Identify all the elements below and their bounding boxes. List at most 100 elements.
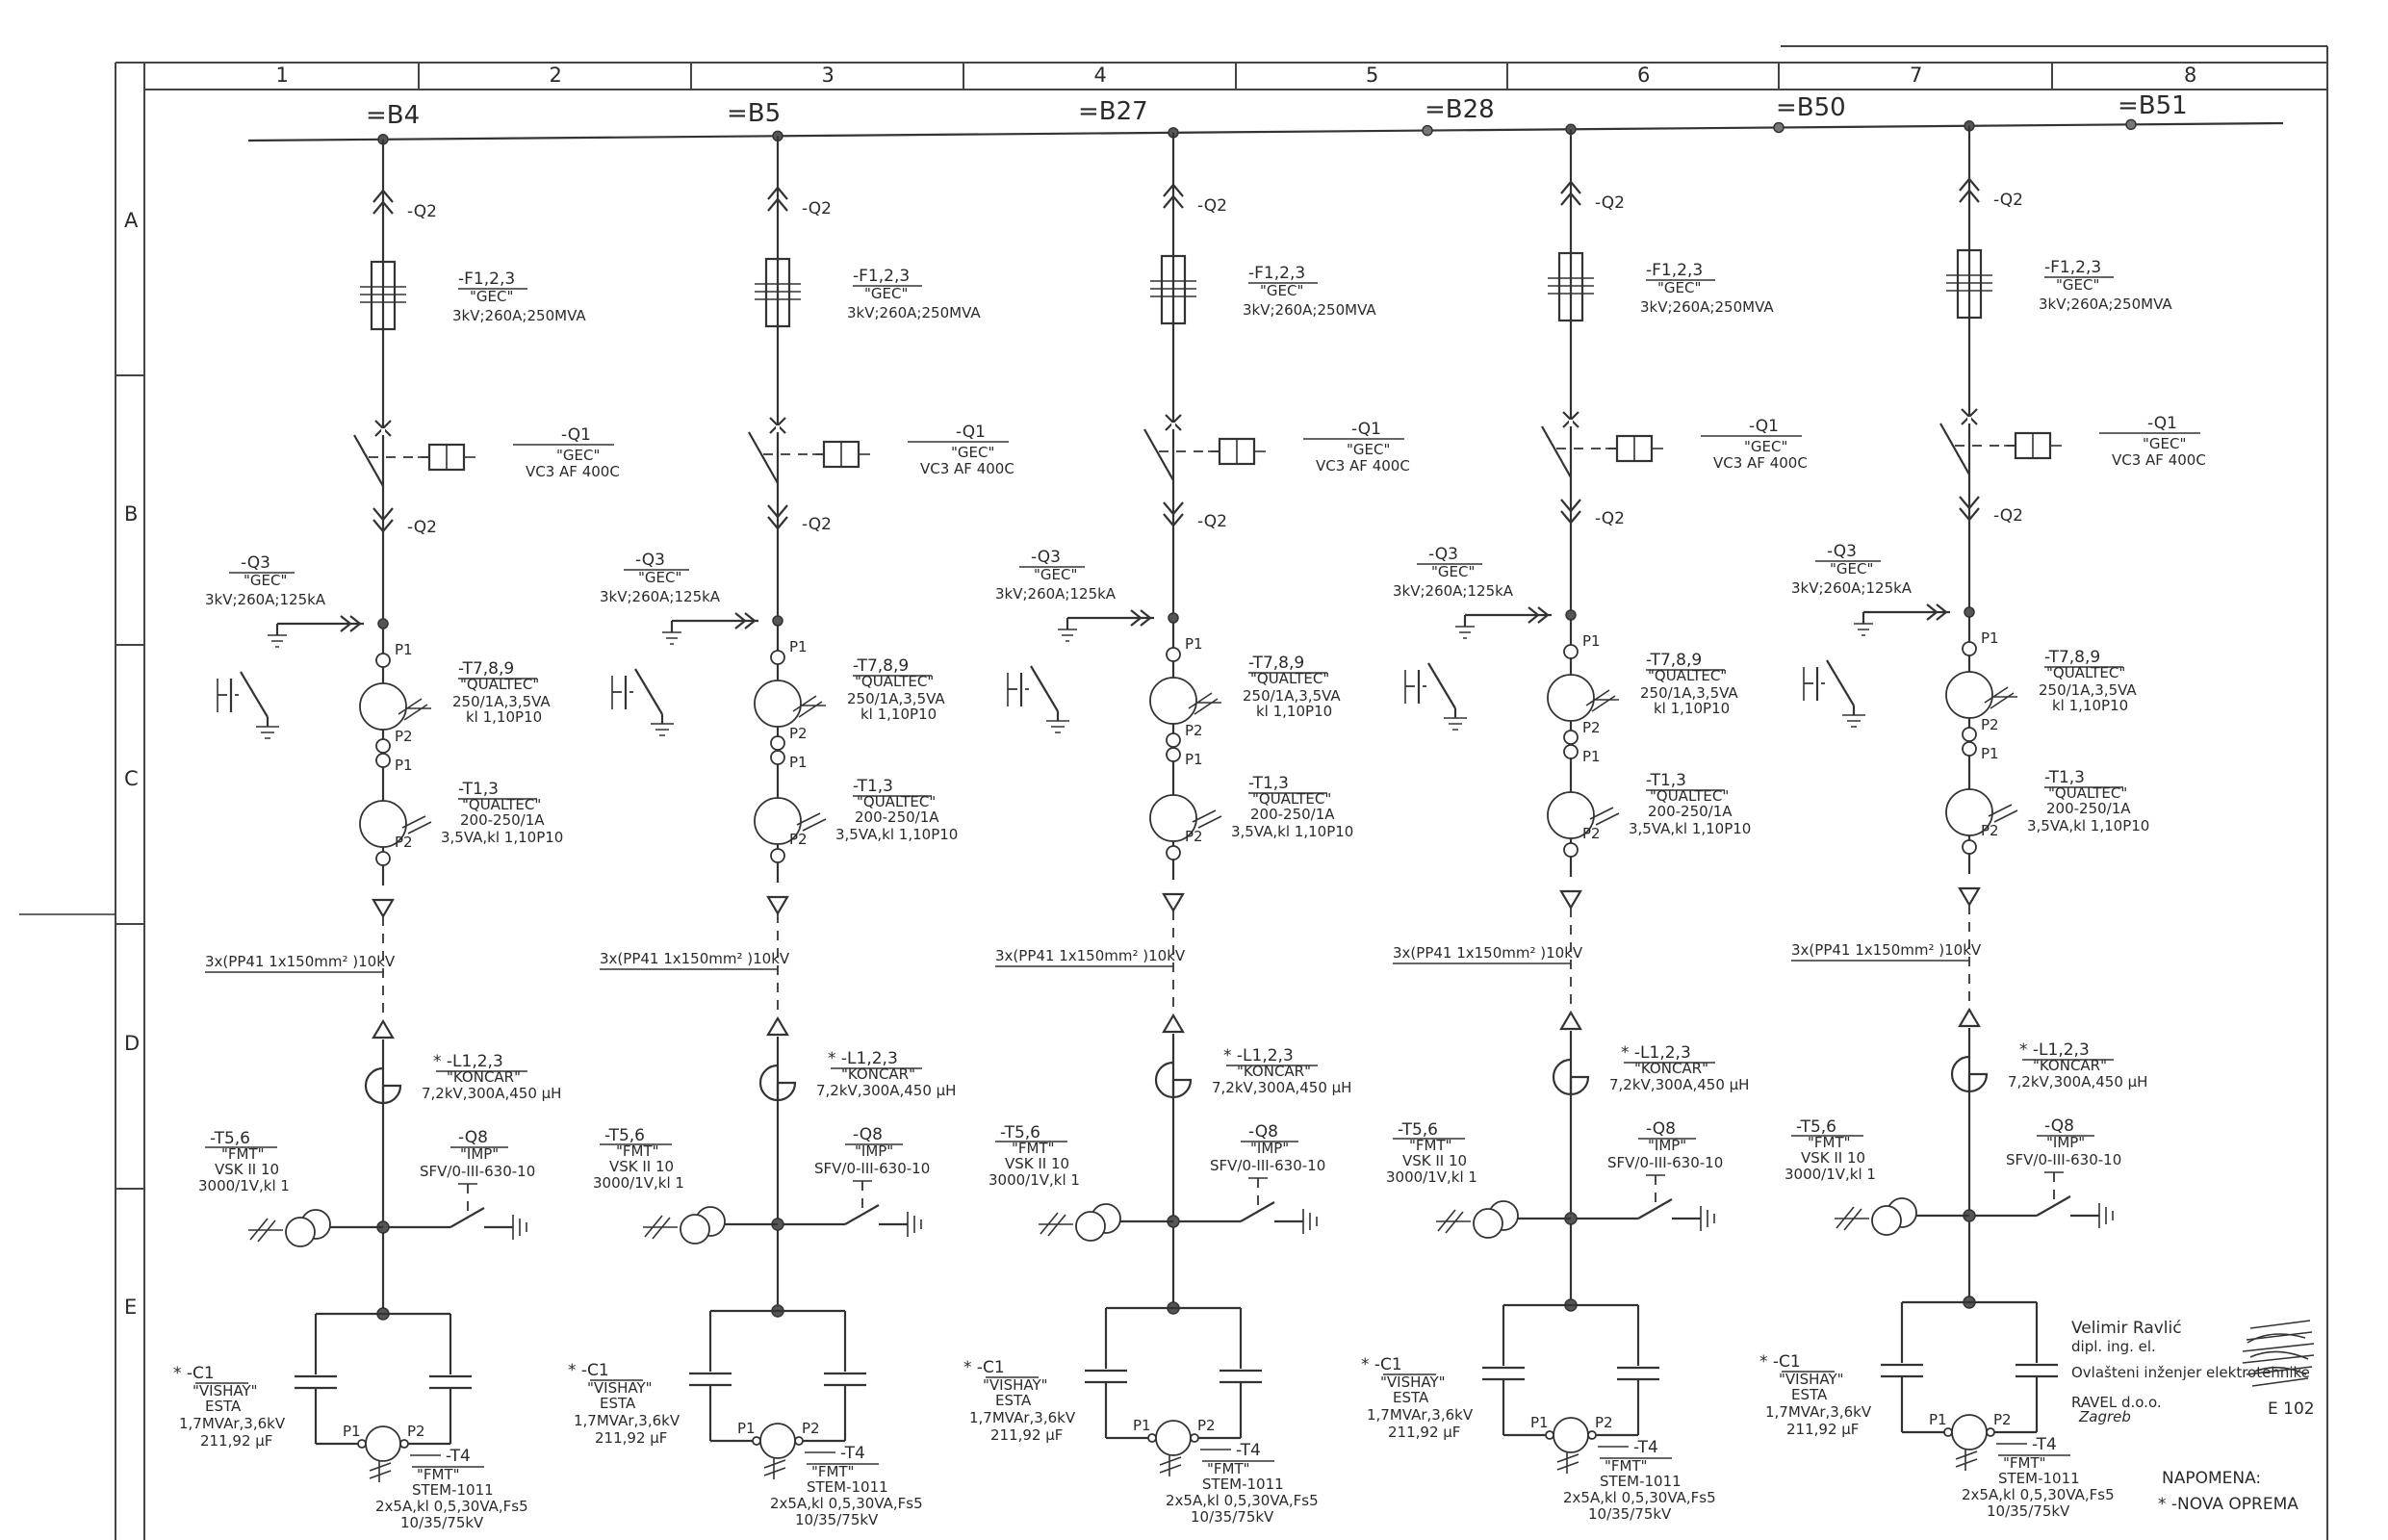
earth-switch-maker: "GEC"	[1034, 566, 1077, 583]
unbalance-ct-type: STEM-1011	[1998, 1470, 2080, 1487]
earth-switch-name: -Q3	[1827, 542, 1857, 561]
feeder-2: -Q2-F1,2,3"GEC"3kV;260A;250MVA-Q1"GEC"VC…	[568, 130, 1014, 1528]
earthing-switch: -Q3"GEC"3kV;260A;125kA	[1393, 545, 1577, 639]
vt-name: -T5,6	[1398, 1120, 1438, 1140]
unbalance-ct-type: STEM-1011	[807, 1478, 888, 1496]
ct2-ratio: 200-250/1A	[460, 811, 545, 829]
q2-top-label: -Q2	[407, 202, 437, 221]
company-name: RAVEL d.o.o.	[2071, 1394, 2162, 1411]
unbalance-ct-name: -T4	[840, 1444, 865, 1463]
series-reactor: * -L1,2,3"KONCAR"7,2kV,300A,450 μH	[1154, 1046, 1351, 1099]
ct1-p2: P2	[1185, 722, 1203, 739]
capacitor-rating: 1,7MVAr,3,6kV	[574, 1412, 680, 1429]
note-line: * -NOVA OPREMA	[2158, 1495, 2298, 1514]
ct1-class: kl 1,10P10	[466, 708, 542, 726]
withdrawable-contact-bottom: -Q2	[1959, 496, 2023, 526]
cable-section: 3x(PP41 1x150mm² )10kV	[205, 898, 396, 1040]
unbalance-ct-ratio: 2x5A,kl 0,5,30VA,Fs5	[770, 1495, 923, 1512]
fuse-symbol: -F1,2,3"GEC"3kV;260A;250MVA	[1548, 251, 1774, 322]
vt-type: VSK II 10	[1801, 1149, 1865, 1167]
breaker-maker: "GEC"	[1744, 438, 1787, 455]
busbar-label: =B4	[366, 101, 420, 130]
ct1-name: -T7,8,9	[853, 656, 909, 676]
ct2-ratio: 200-250/1A	[2046, 800, 2131, 817]
series-reactor: * -L1,2,3"KONCAR"7,2kV,300A,450 μH	[758, 1049, 956, 1102]
cable-section: 3x(PP41 1x150mm² )10kV	[1393, 889, 1583, 1031]
capacitor-name: * -C1	[173, 1364, 215, 1383]
reactor-rating: 7,2kV,300A,450 μH	[816, 1082, 956, 1099]
breaker-maker: "GEC"	[1347, 441, 1390, 458]
unbalance-ct-bil: 10/35/75kV	[1191, 1508, 1274, 1526]
arrester-name: -Q8	[1248, 1122, 1278, 1142]
unbalance-ct-maker: "FMT"	[811, 1463, 855, 1480]
capacitor-capacitance: 211,92 μF	[200, 1432, 272, 1450]
ct2-maker: "QUALTEC"	[857, 793, 936, 810]
vt-maker: "FMT"	[616, 1142, 659, 1160]
drawing-number: E 102	[2268, 1399, 2315, 1419]
ct1-ratio: 250/1A,3,5VA	[452, 693, 551, 710]
withdrawable-contact-bottom: -Q2	[1560, 499, 1625, 528]
unbalance-ct-name: -T4	[2032, 1435, 2057, 1454]
reactor-maker: "KONCAR"	[1237, 1063, 1311, 1080]
feeder-3: -Q2-F1,2,3"GEC"3kV;260A;250MVA-Q1"GEC"VC…	[963, 127, 1410, 1526]
column-number: 7	[1910, 64, 1922, 87]
ct1-p1: P1	[1185, 635, 1203, 653]
capacitor-capacitance: 211,92 μF	[990, 1426, 1063, 1444]
arrester-maker: "IMP"	[460, 1145, 499, 1163]
capacitor-maker: "VISHAY"	[1380, 1373, 1446, 1391]
busbar-labels: =B4=B5=B27=B28=B50=B51	[366, 91, 2188, 137]
earth-switch-maker: "GEC"	[1431, 563, 1475, 580]
ct1-class: kl 1,10P10	[1654, 700, 1730, 717]
capacitor-name: * -C1	[568, 1361, 609, 1380]
fuse-symbol: -F1,2,3"GEC"3kV;260A;250MVA	[1946, 248, 2172, 320]
arrester-type: SFV/0-III-630-10	[2006, 1151, 2121, 1168]
q2-top-label: -Q2	[1595, 193, 1625, 213]
busbar-section-node	[1773, 121, 1785, 134]
unbalance-ct-ratio: 2x5A,kl 0,5,30VA,Fs5	[375, 1498, 528, 1515]
unbalance-ct-bil: 10/35/75kV	[400, 1514, 484, 1531]
ct2-class: 3,5VA,kl 1,10P10	[1231, 823, 1353, 840]
capacitor-name: * -C1	[1361, 1355, 1402, 1374]
unbalance-ct-type: STEM-1011	[1600, 1473, 1682, 1490]
unbalance-ct-p1: P1	[1133, 1417, 1151, 1434]
breaker-name: -Q1	[2147, 414, 2177, 433]
reactor-name: * -L1,2,3	[828, 1049, 898, 1068]
vt-maker: "FMT"	[221, 1145, 265, 1163]
ct2-p1: P1	[1981, 745, 1999, 762]
busbar-section-node	[1422, 124, 1433, 137]
ct2-p2: P2	[1981, 822, 1999, 839]
unbalance-ct-ratio: 2x5A,kl 0,5,30VA,Fs5	[1962, 1486, 2115, 1503]
ct1-p2: P2	[1981, 716, 1999, 733]
breaker-maker: "GEC"	[951, 444, 994, 461]
ct1-maker: "QUALTEC"	[1250, 670, 1329, 687]
earth-switch-name: -Q3	[241, 553, 270, 573]
vt-maker: "FMT"	[1808, 1134, 1851, 1151]
cable-label: 3x(PP41 1x150mm² )10kV	[600, 950, 790, 967]
breaker-name: -Q1	[1351, 420, 1381, 439]
unbalance-ct-p1: P1	[737, 1420, 756, 1437]
withdrawable-contact-top: -Q2	[767, 186, 832, 218]
ct2-name: -T1,3	[1646, 771, 1686, 790]
ct1-class: kl 1,10P10	[2052, 697, 2128, 714]
unbalance-ct-bil: 10/35/75kV	[1588, 1505, 1672, 1523]
busbar-label: =B5	[727, 99, 781, 128]
arrester-type: SFV/0-III-630-10	[1210, 1157, 1325, 1174]
reactor-name: * -L1,2,3	[1621, 1043, 1691, 1063]
unbalance-ct-name: -T4	[1236, 1441, 1261, 1460]
q2-bottom-label: -Q2	[1993, 506, 2023, 526]
fuse-symbol: -F1,2,3"GEC"3kV;260A;250MVA	[360, 260, 586, 331]
